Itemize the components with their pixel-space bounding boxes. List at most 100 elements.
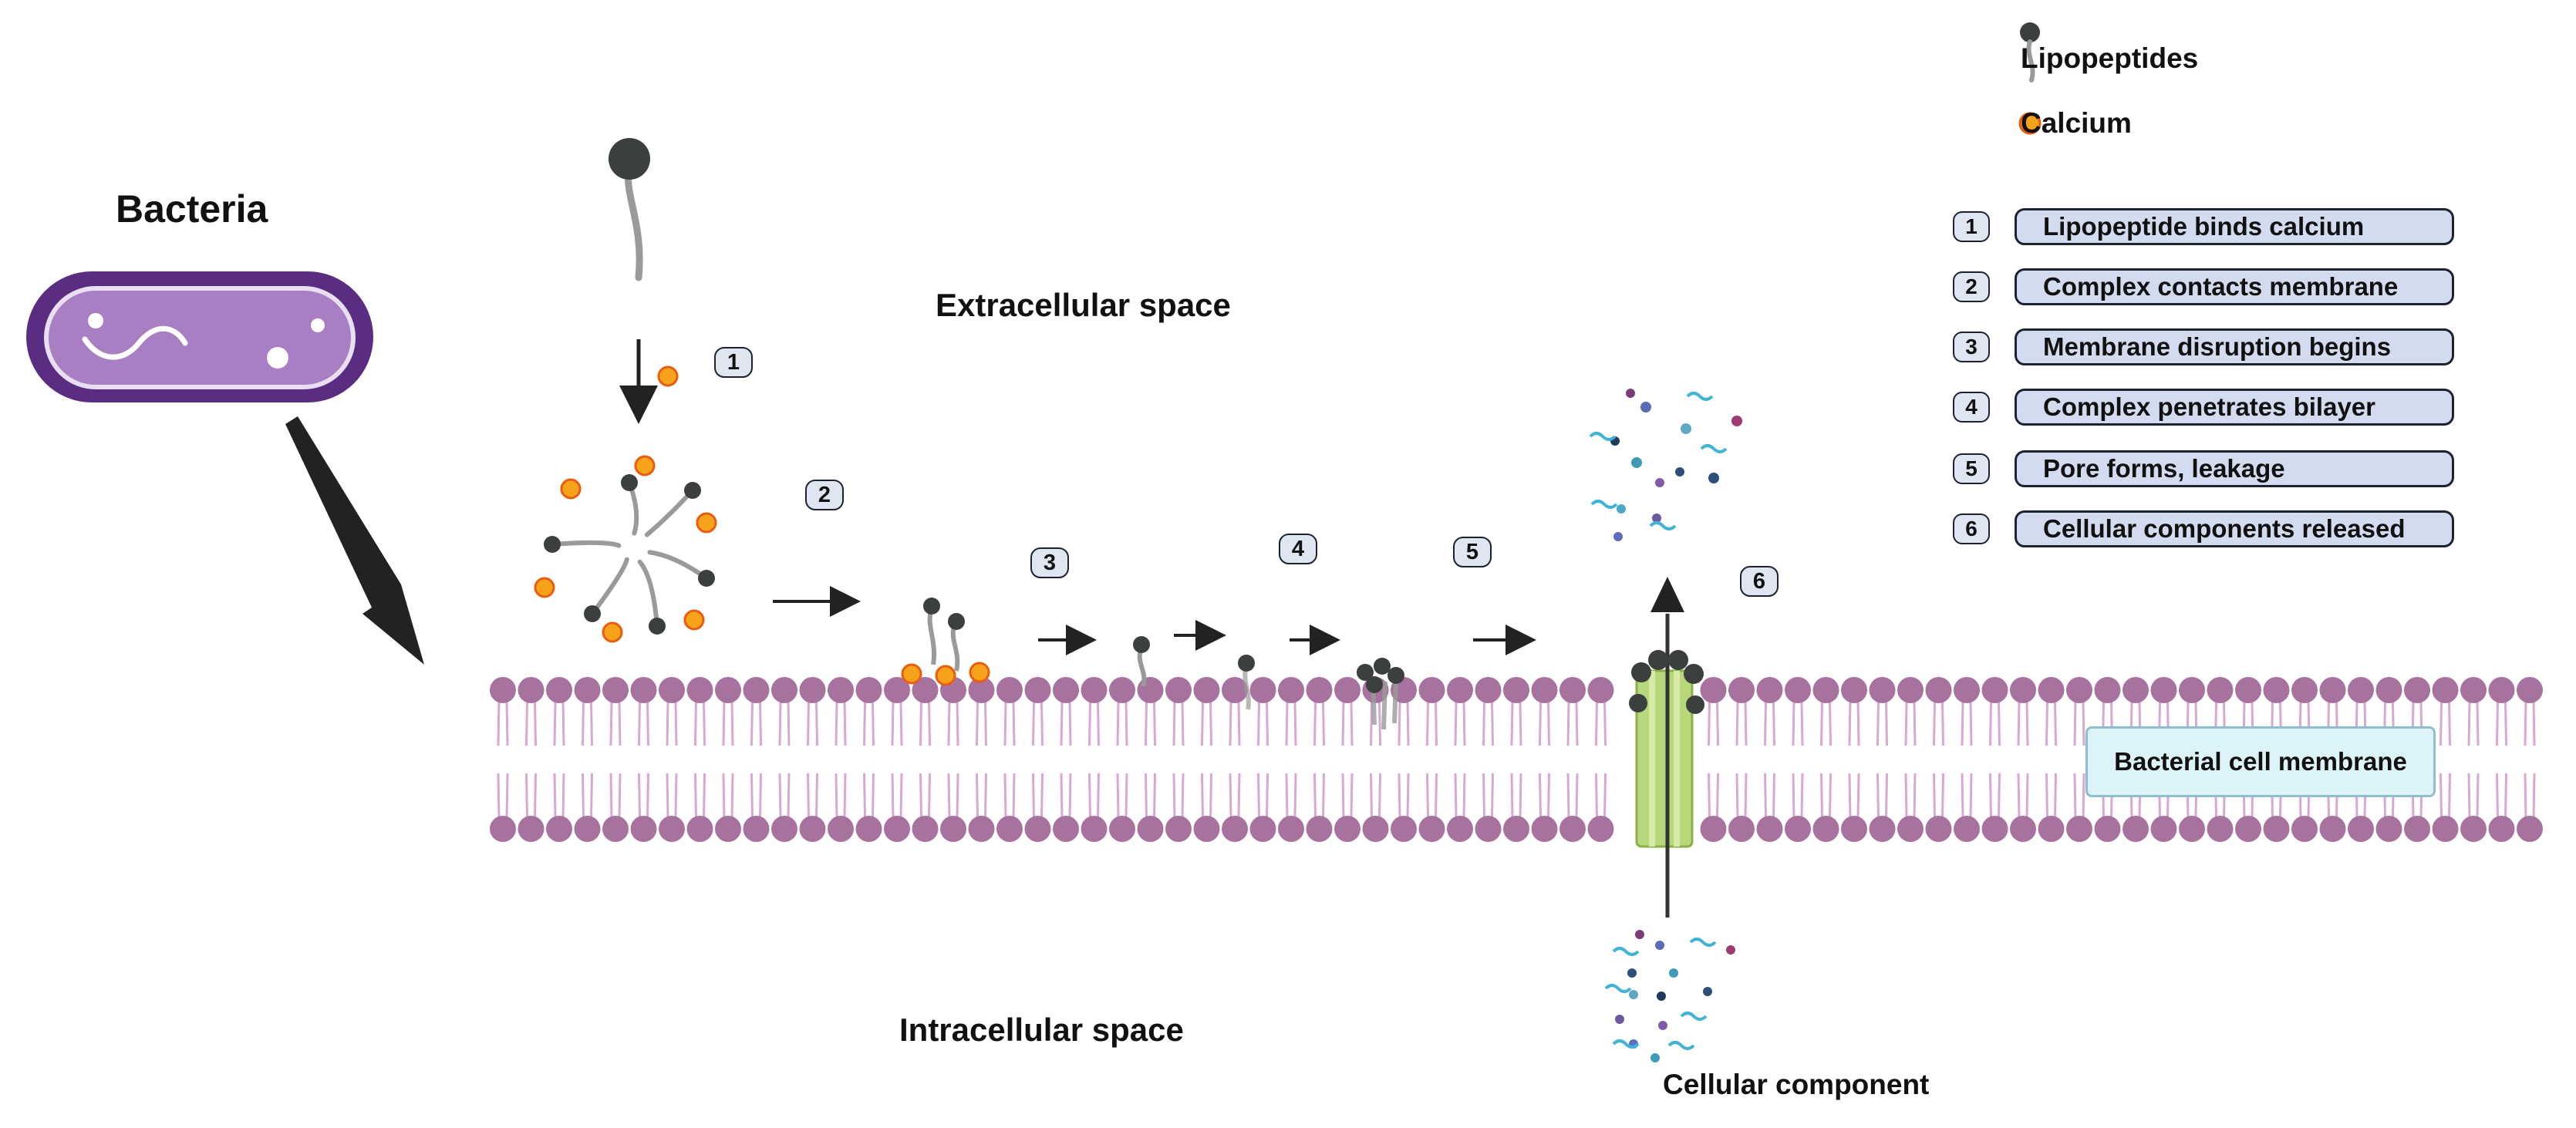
lipid-tail [1285, 773, 1297, 819]
lipid-tail [1904, 700, 1917, 746]
lipid-tail [807, 773, 818, 819]
legend-calcium-label: Calcium [2021, 107, 2132, 139]
lipid-tail [1876, 700, 1888, 746]
lipid-head [1897, 816, 1924, 842]
step-number: 1 [1953, 211, 1990, 242]
lipid-tail [891, 700, 903, 746]
complex-contacting-membrane [901, 598, 990, 686]
lipopeptide-head [584, 605, 601, 622]
lipid-tail [1426, 773, 1438, 819]
lipid-head [828, 677, 854, 703]
lipid-tail [750, 773, 762, 819]
step-description: Membrane disruption begins [2015, 328, 2454, 365]
lipid-head [912, 816, 939, 842]
lipid-head [1728, 816, 1755, 842]
lipid-tail [1482, 700, 1494, 746]
lipid-tail [1510, 773, 1522, 819]
lipid-head [1954, 677, 1980, 703]
lipopeptide-head [621, 474, 638, 491]
lipid-head [2150, 816, 2177, 842]
cellular-component-label: Cellular component [1663, 1069, 1930, 1100]
lipid-head [2460, 816, 2487, 842]
step-number: 6 [1953, 513, 1990, 544]
step-description: Cellular components released [2015, 510, 2454, 547]
lipid-tail [694, 700, 706, 746]
lipid-head [1841, 677, 1867, 703]
lipid-tail [666, 700, 678, 746]
lipid-head [855, 677, 882, 703]
lipid-head [574, 677, 601, 703]
lipopeptide-tail [637, 559, 659, 628]
lipid-head [2263, 816, 2290, 842]
release-arrowhead-icon [1650, 577, 1684, 612]
lipid-head [2460, 677, 2487, 703]
pore-icon [1635, 669, 1694, 848]
lipid-head [1418, 816, 1445, 842]
step-number: 4 [1953, 392, 1990, 423]
lipid-tail [1510, 700, 1522, 746]
lipid-head [2517, 816, 2543, 842]
lipid-head [968, 816, 995, 842]
lipid-head [1334, 677, 1360, 703]
pore-lipopeptides [1629, 650, 1704, 714]
lipid-head [1954, 816, 1980, 842]
lipid-head [2150, 677, 2177, 703]
lipopeptide-start [609, 138, 679, 387]
step-badge-1: 1 [714, 347, 753, 378]
lipid-head [996, 677, 1023, 703]
lipid-head [1503, 816, 1529, 842]
lipid-tail [1313, 700, 1325, 746]
lipid-head [1587, 816, 1614, 842]
lipid-head [1193, 677, 1220, 703]
lipid-head [1503, 677, 1529, 703]
lipid-head [490, 816, 516, 842]
lipid-tail [2524, 700, 2536, 746]
lipid-tail [1595, 773, 1607, 819]
legend-lipopeptides-label: Lipopeptides [2021, 42, 2199, 74]
lipid-head [659, 677, 685, 703]
lipid-head [1278, 816, 1304, 842]
lipid-tail [1566, 773, 1579, 819]
lipid-head [1812, 816, 1839, 842]
step-description: Complex penetrates bilayer [2015, 389, 2454, 426]
step-description: Pore forms, leakage [2015, 450, 2454, 487]
lipid-tail [1341, 700, 1354, 746]
lipid-head [1081, 677, 1108, 703]
step-number: 5 [1953, 453, 1990, 484]
lipopeptide-calcium-complex [534, 455, 717, 643]
lipid-tail [1060, 700, 1072, 746]
lipid-head [2291, 816, 2318, 842]
lipid-head [1981, 677, 2008, 703]
lipid-head [1869, 677, 1896, 703]
lipopeptide-tail [644, 488, 695, 537]
step-row-6: 6 Cellular components released [1953, 510, 2454, 547]
lipid-head [1785, 816, 1811, 842]
lipid-tail [497, 700, 509, 746]
lipid-tail [2017, 773, 2029, 819]
lipid-head [1306, 816, 1333, 842]
step-number: 3 [1953, 332, 1990, 362]
lipid-head [855, 816, 882, 842]
lipid-tail [1989, 700, 2001, 746]
lipid-head [1249, 677, 1276, 703]
lipid-tail [609, 773, 622, 819]
lipid-head [574, 816, 601, 842]
lipid-head [1081, 816, 1108, 842]
lipid-head [546, 816, 572, 842]
lipid-tail [525, 700, 537, 746]
lipid-head [715, 816, 741, 842]
lipid-head [715, 677, 741, 703]
lipid-tail [722, 700, 734, 746]
lipid-head [2235, 677, 2261, 703]
lipid-head [2179, 816, 2205, 842]
lipid-tail [1735, 700, 1748, 746]
lipid-head [546, 677, 572, 703]
extracellular-space-label: Extracellular space [936, 287, 1231, 323]
lipid-tail [1398, 773, 1410, 819]
lipid-head [799, 677, 826, 703]
lipid-head [1391, 816, 1417, 842]
lipid-tail [694, 773, 706, 819]
flow-arrows [619, 339, 1684, 918]
lipid-head [630, 816, 657, 842]
